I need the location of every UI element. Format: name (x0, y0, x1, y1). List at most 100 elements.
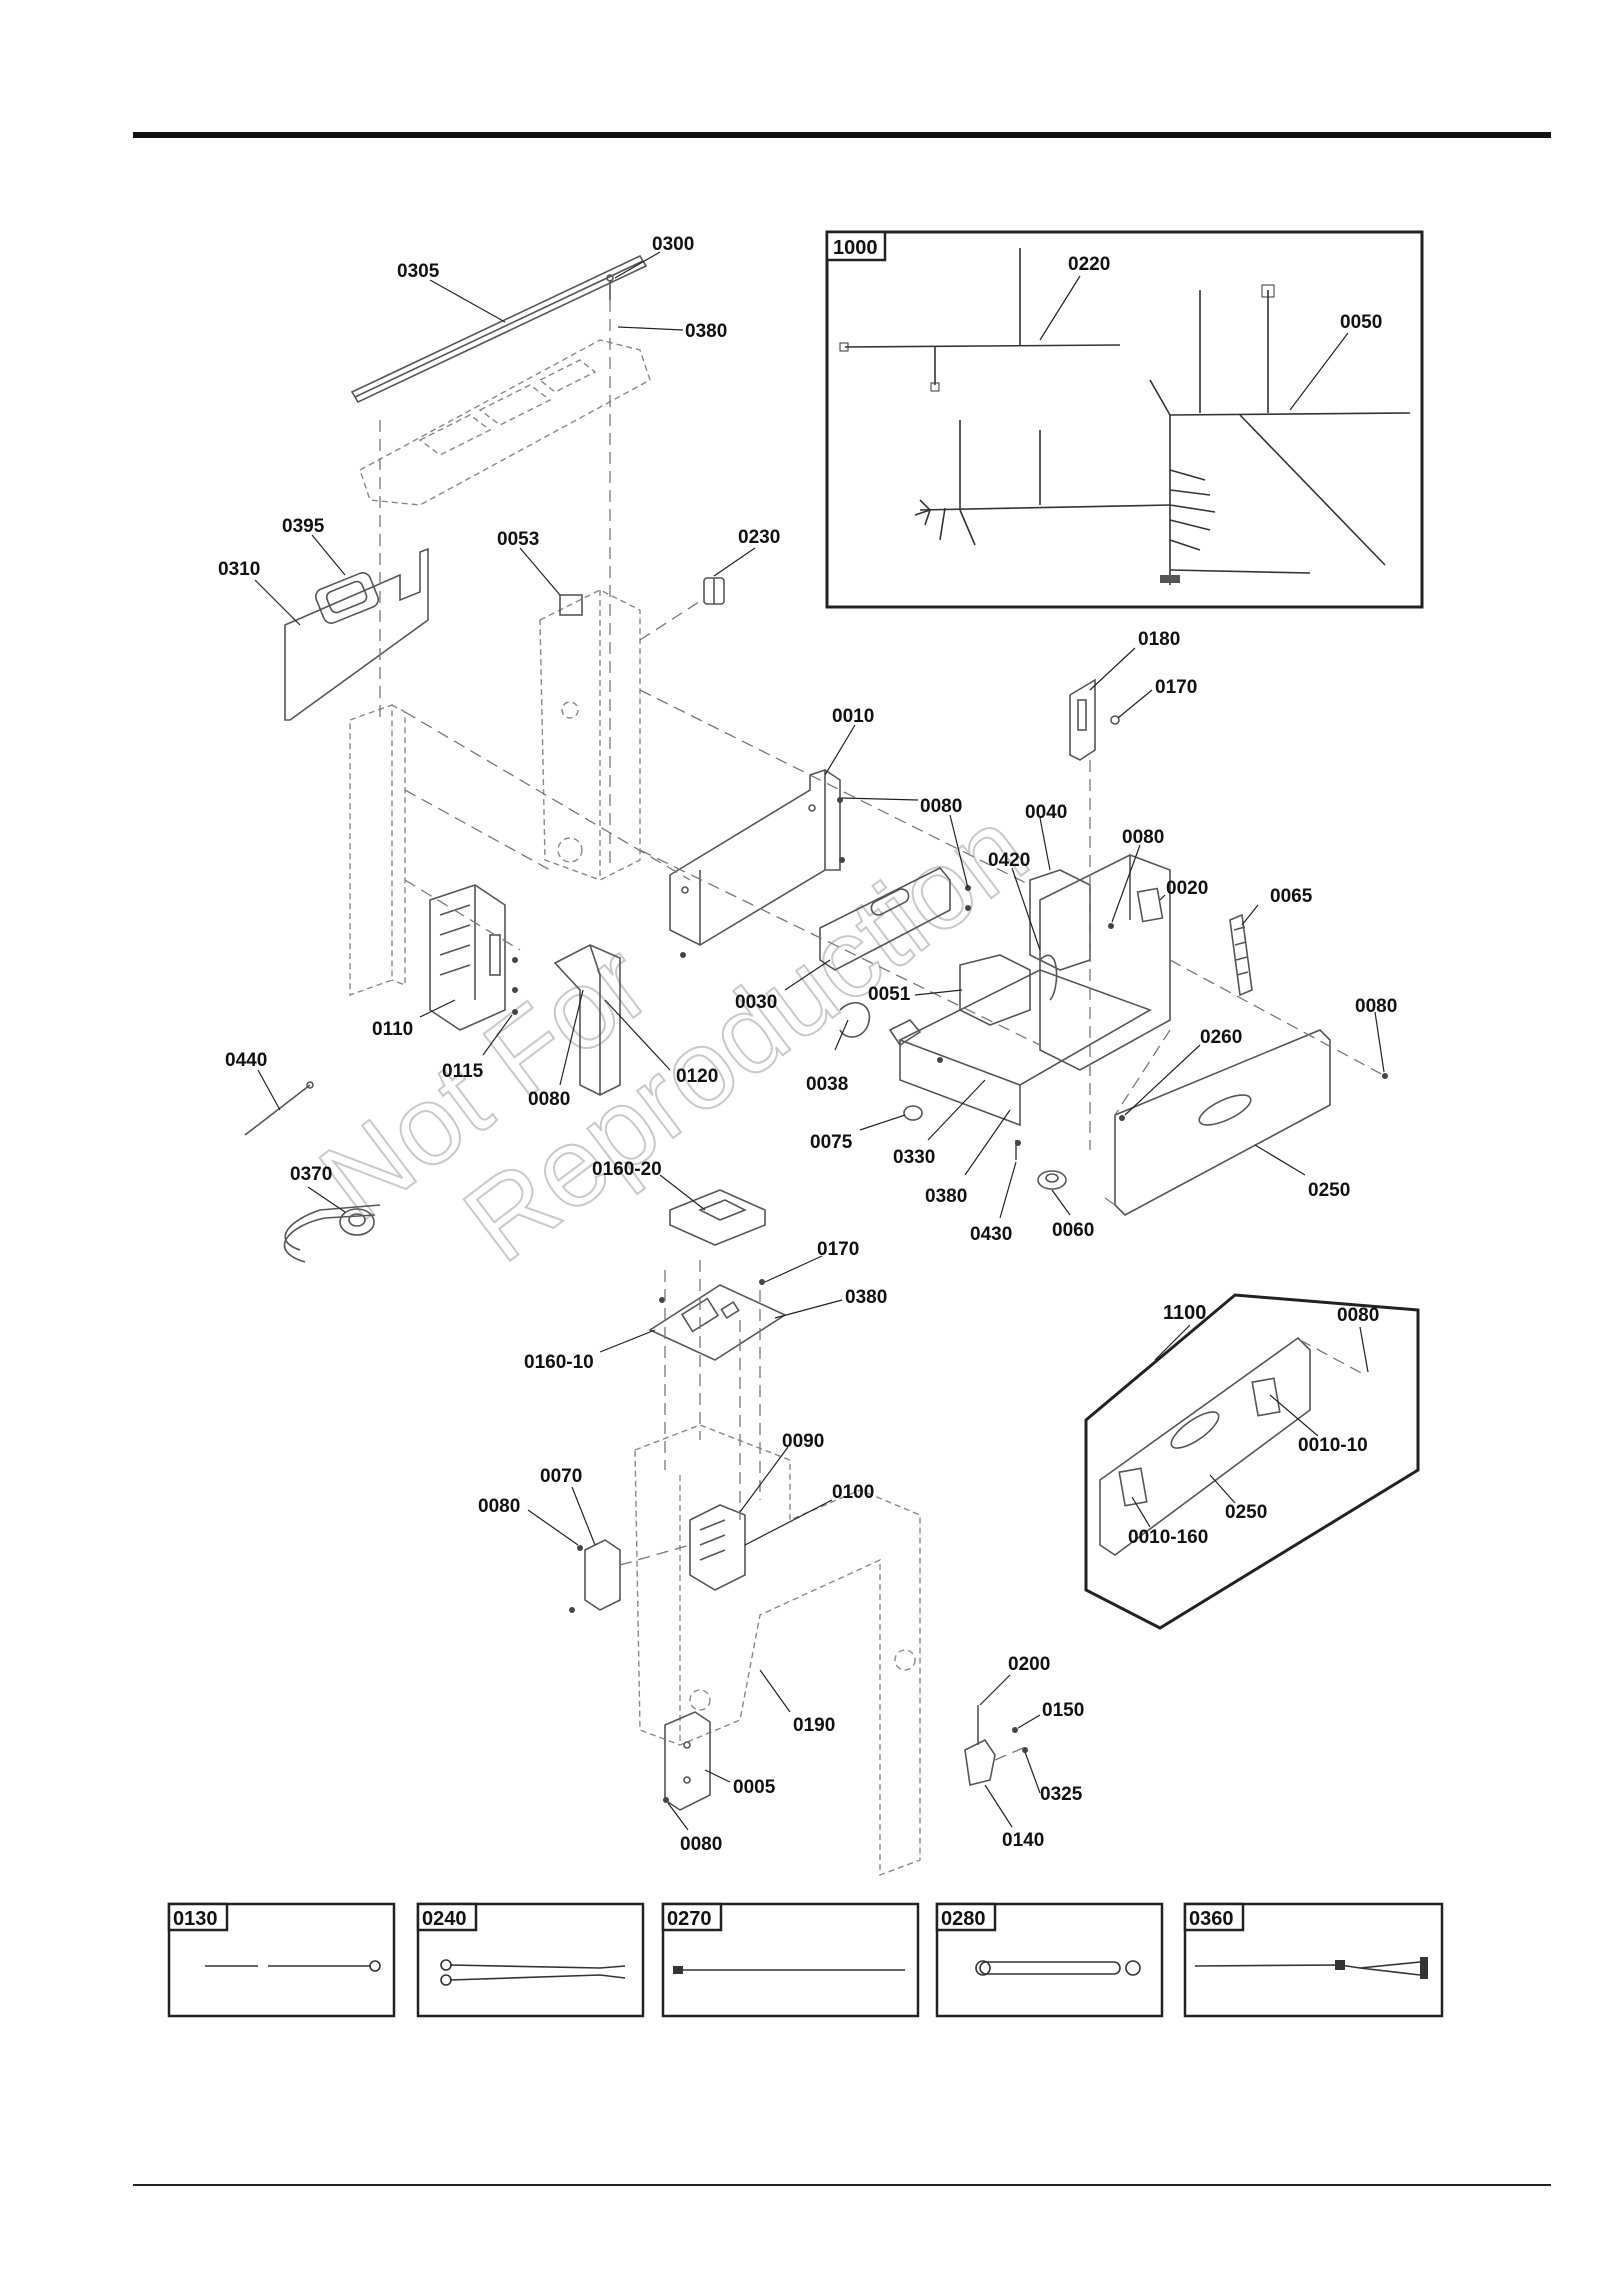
part-0160-10-plate (648, 1284, 787, 1361)
callout-0115: 0115 (442, 1061, 484, 1082)
part-0100-board (689, 1504, 746, 1591)
bottom-box-0240: 0240 (416, 1902, 645, 2018)
callout-0080: 0080 (920, 796, 962, 817)
callout-0220: 0220 (1068, 254, 1110, 275)
part-top-cover (359, 339, 651, 506)
part-0010-bracket (669, 768, 841, 946)
part-0140-sensor (964, 1705, 996, 1786)
part-0180-bracket (1069, 678, 1096, 761)
watermark: Not For Reproduction (297, 784, 1050, 1287)
callout-0380: 0380 (685, 321, 727, 342)
callout-0110: 0110 (372, 1019, 413, 1040)
callout-0160-10: 0160-10 (524, 1352, 594, 1373)
callout-0051: 0051 (868, 984, 911, 1005)
callout-0010-10: 0010-10 (1298, 1435, 1368, 1456)
callout-0080: 0080 (680, 1834, 722, 1855)
bottom-box-0360: 0360 (1183, 1902, 1444, 2018)
callout-0260: 0260 (1200, 1027, 1242, 1048)
part-0075-grommet (903, 1105, 923, 1121)
part-0250-cover (1114, 1029, 1331, 1216)
callout-0080: 0080 (528, 1089, 570, 1110)
part-0005-bracket (664, 1711, 711, 1811)
part-0170-screw (1110, 715, 1120, 725)
inset-1000-label: 1000 (833, 237, 878, 259)
callout-0020: 0020 (1166, 878, 1208, 899)
part-0300-screw (606, 274, 614, 300)
part-left-column (349, 704, 406, 996)
callout-0380: 0380 (845, 1287, 887, 1308)
callout-0420: 0420 (988, 850, 1030, 871)
part-0070-relay (584, 1539, 621, 1611)
bottom-box-0240-label: 0240 (422, 1908, 467, 1930)
part-0440-rod (244, 1081, 314, 1136)
callout-0200: 0200 (1008, 1654, 1050, 1675)
callout-0075: 0075 (810, 1132, 853, 1153)
callout-0080: 0080 (478, 1496, 520, 1517)
callout-0065: 0065 (1270, 886, 1313, 907)
part-0053-column (539, 589, 641, 881)
part-base-floor (898, 969, 1152, 1127)
callout-0380: 0380 (925, 1186, 967, 1207)
callout-0060: 0060 (1052, 1220, 1094, 1241)
callout-1100-0080: 0080 (1337, 1305, 1379, 1326)
leader-lines (254, 251, 1385, 1831)
bottom-box-0130: 0130 (167, 1902, 396, 2018)
callout-0310: 0310 (218, 559, 260, 580)
bottom-box-0360-label: 0360 (1189, 1908, 1234, 1930)
callout-0230: 0230 (738, 527, 780, 548)
part-0420-clip (1039, 954, 1058, 1001)
part-0051-mount (959, 954, 1031, 1026)
callout-0440: 0440 (225, 1050, 267, 1071)
callout-0050: 0050 (1340, 312, 1382, 333)
inset-1100: 1100 0080 0010-10 0250 0010-160 (1084, 1293, 1420, 1630)
callout-0370: 0370 (290, 1164, 332, 1185)
top-rule (133, 132, 1551, 138)
callout-0430: 0430 (970, 1224, 1012, 1245)
inset-1000: 1000 0220 0050 (825, 230, 1424, 609)
harness-0220 (839, 248, 1121, 392)
callout-1100-0250: 0250 (1225, 1502, 1267, 1523)
part-bracket-small (888, 1019, 922, 1047)
part-0060-fan (1037, 1170, 1067, 1190)
part-main-frame (634, 1424, 921, 1877)
part-0065-strip (1229, 913, 1253, 997)
callout-0150: 0150 (1042, 1700, 1084, 1721)
callout-0180: 0180 (1138, 629, 1180, 650)
bottom-box-0130-label: 0130 (173, 1908, 218, 1930)
part-0230-switch (703, 577, 725, 605)
callout-0170: 0170 (1155, 677, 1197, 698)
callout-0395: 0395 (282, 516, 325, 537)
part-0305-rail (350, 254, 648, 404)
callout-0300: 0300 (652, 234, 694, 255)
callout-0010-160: 0010-160 (1128, 1527, 1208, 1548)
callout-0070: 0070 (540, 1466, 582, 1487)
callout-0100: 0100 (832, 1482, 874, 1503)
bottom-box-0270: 0270 (661, 1902, 920, 2018)
callout-0010: 0010 (832, 706, 874, 727)
part-0038-clip (839, 1001, 871, 1038)
callout-0330: 0330 (893, 1147, 935, 1168)
bottom-rule (133, 2184, 1551, 2186)
bottom-box-0270-label: 0270 (667, 1908, 712, 1930)
callout-layer: 0305 0300 0380 0395 0310 0053 0230 0010 0080 0180… (218, 234, 1397, 1855)
part-0310-panel (284, 547, 429, 721)
callout-0140: 0140 (1002, 1830, 1044, 1851)
part-0160-20-module (669, 1189, 766, 1246)
part-0120-cover (553, 944, 621, 1096)
callout-0080: 0080 (1122, 827, 1164, 848)
part-0370-strap (283, 1204, 381, 1263)
callout-0040: 0040 (1025, 802, 1067, 823)
callout-0120: 0120 (676, 1066, 718, 1087)
callout-0038: 0038 (806, 1074, 848, 1095)
callout-0053: 0053 (497, 529, 539, 550)
part-0020-tray (1039, 854, 1171, 1071)
callout-0170: 0170 (817, 1239, 859, 1260)
callout-0305: 0305 (397, 261, 440, 282)
callout-0030: 0030 (735, 992, 777, 1013)
bottom-box-0280: 0280 (935, 1902, 1164, 2018)
callout-0190: 0190 (793, 1715, 835, 1736)
hardware-dots (512, 797, 1388, 1803)
callout-0090: 0090 (782, 1431, 824, 1452)
callout-0160-20: 0160-20 (592, 1159, 662, 1180)
